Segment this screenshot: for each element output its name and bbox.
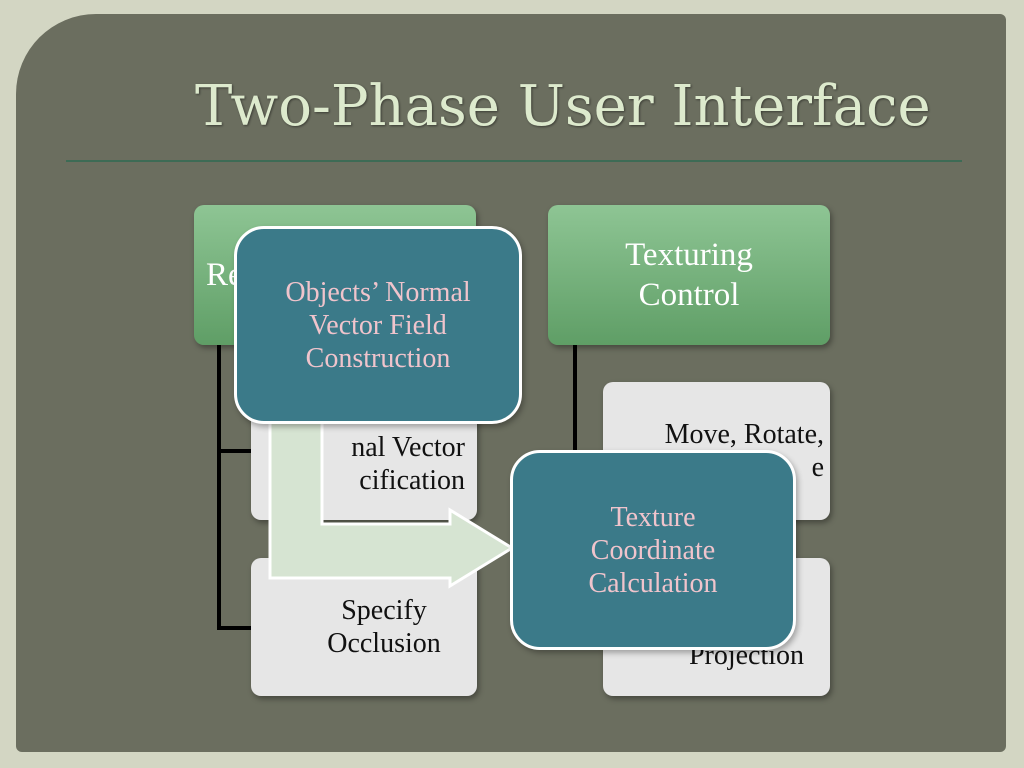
left-tree-connector: [217, 340, 221, 630]
left-branch-2: [217, 626, 251, 630]
phase1-normal-field-label: Objects’ Normal Vector Field Constructio…: [285, 276, 471, 374]
slide-title: Two-Phase User Interface: [195, 74, 931, 139]
phase1-normal-field-box: Objects’ Normal Vector Field Constructio…: [234, 226, 522, 424]
left-item-specify-occlusion: Specify Occlusion: [251, 558, 477, 696]
left-branch-1: [217, 449, 251, 453]
phase2-texture-coordinate-box: Texture Coordinate Calculation: [510, 450, 796, 650]
right-header-box: Texturing Control: [548, 205, 830, 345]
title-underline: [66, 160, 962, 162]
phase2-texture-coordinate-label: Texture Coordinate Calculation: [588, 501, 718, 599]
right-header-label: Texturing Control: [625, 237, 753, 313]
right-tree-connector: [573, 340, 577, 460]
right-item-move-rotate-label: Move, Rotate, e: [664, 419, 824, 483]
left-item-specify-occlusion-label: Specify Occlusion: [327, 595, 441, 659]
left-item-normal-vector-label: nal Vector cification: [351, 432, 465, 496]
